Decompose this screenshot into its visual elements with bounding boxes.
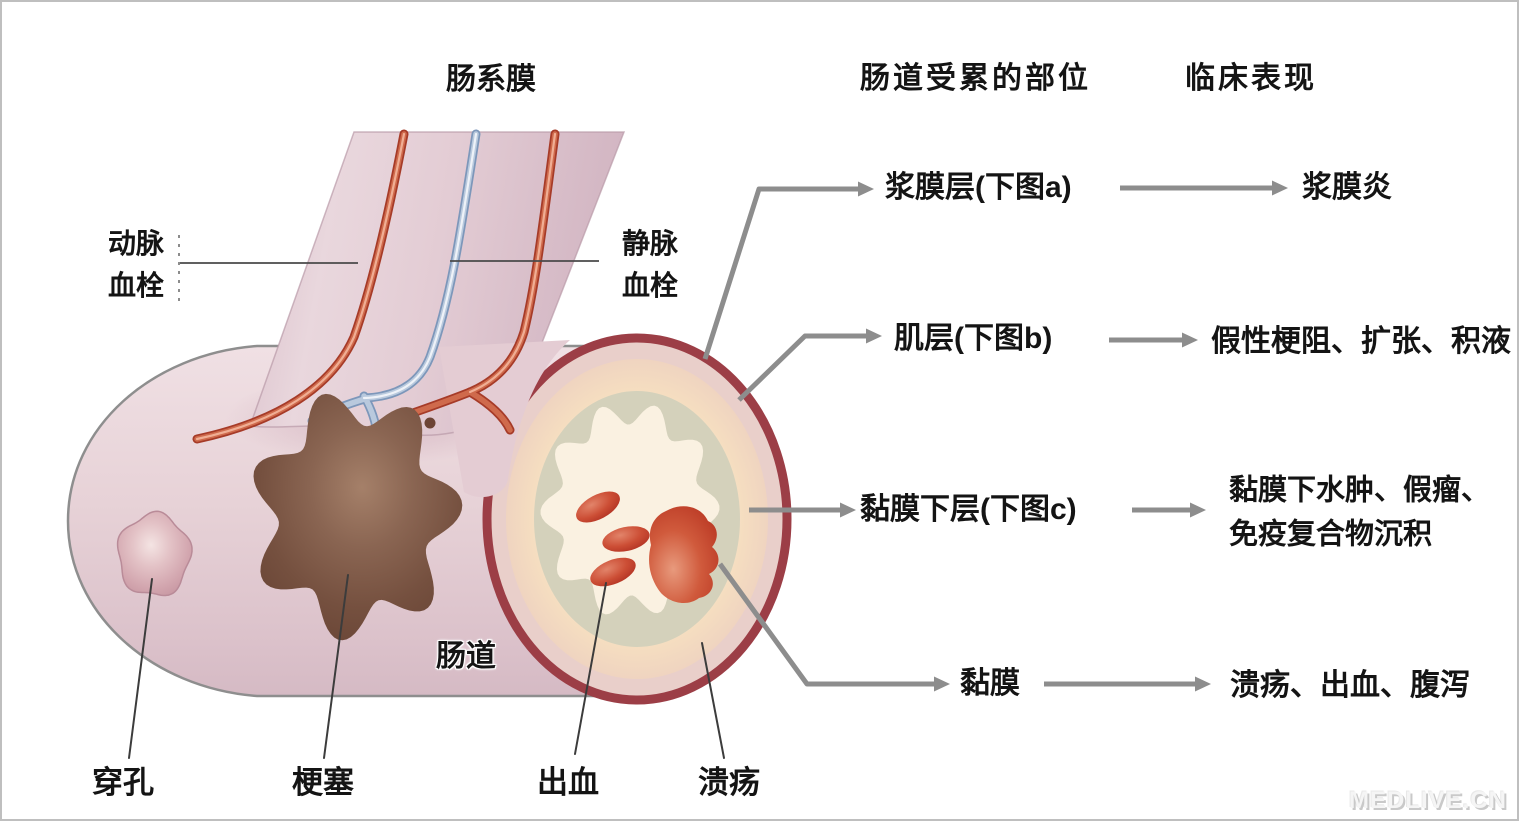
arterial-thrombus-label: 动脉 血栓	[107, 228, 165, 301]
vessel-label-lines	[178, 235, 599, 305]
row-submucosa-clinical-line1: 黏膜下水肿、假瘤、	[1229, 474, 1491, 507]
row-muscle-clinical: 假性梗阻、扩张、积液	[1211, 324, 1511, 358]
intestine-label: 肠道	[436, 639, 496, 673]
medlive-watermark: MEDLIVE.CN	[1348, 787, 1507, 815]
row-submucosa-clinical-line2: 免疫复合物沉积	[1229, 518, 1433, 551]
column-header-clinical: 临床表现	[1185, 61, 1317, 95]
hemorrhage-spot	[576, 491, 620, 523]
embolus-spot	[424, 417, 436, 429]
infarction-lesion	[253, 393, 463, 641]
row-mucosa-clinical: 溃疡、出血、腹泻	[1230, 668, 1470, 702]
hemorrhage-spot	[602, 526, 650, 552]
row-serosa-site: 浆膜层(下图a)	[885, 170, 1072, 204]
ulcer-label: 溃疡	[698, 765, 760, 801]
hemorrhage-label: 出血	[537, 765, 599, 801]
column-header-site: 肠道受累的部位	[860, 61, 1091, 95]
ulcer-lesion	[649, 506, 719, 604]
perforation-label: 穿孔	[92, 765, 154, 801]
artery-left	[192, 129, 409, 444]
venous-thrombus-label: 静脉 血栓	[621, 228, 679, 301]
infarction-label: 梗塞	[292, 765, 354, 801]
row-serosa-clinical: 浆膜炎	[1302, 170, 1392, 204]
perforation-lesion	[116, 510, 193, 597]
artery-right	[405, 129, 560, 435]
row-submucosa-site: 黏膜下层(下图c)	[860, 492, 1077, 526]
layer-leader-arrows	[702, 181, 950, 692]
row-muscle-site: 肌层(下图b)	[894, 321, 1053, 355]
hemorrhage-spot	[590, 557, 636, 587]
clinical-arrows	[1044, 180, 1288, 692]
lesion-pointer-lines	[128, 574, 725, 759]
row-mucosa-site: 黏膜	[960, 666, 1020, 700]
mesentery-label: 肠系膜	[446, 62, 536, 96]
